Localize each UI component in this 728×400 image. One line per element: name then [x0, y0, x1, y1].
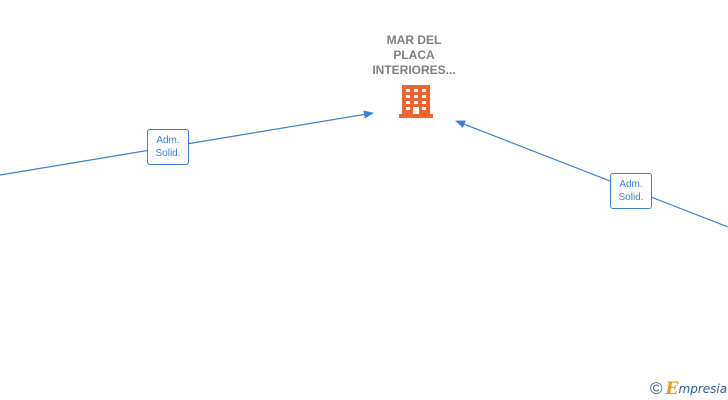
- copyright-icon: ©: [650, 379, 663, 398]
- company-name[interactable]: MAR DEL PLACA INTERIORES...: [354, 33, 474, 78]
- company-name-line: INTERIORES...: [372, 63, 456, 77]
- empresia-logo: ©Empresia: [650, 379, 727, 399]
- company-name-line: MAR DEL: [386, 33, 442, 47]
- relation-label-right[interactable]: Adm. Solid.: [610, 173, 652, 209]
- relation-label-line: Solid.: [155, 148, 181, 159]
- relation-label-line: Solid.: [618, 192, 644, 203]
- relation-label-line: Adm.: [619, 179, 643, 190]
- company-name-line: PLACA: [393, 48, 435, 62]
- relation-label-line: Adm.: [156, 135, 180, 146]
- brand-initial: E: [665, 379, 679, 399]
- building-icon[interactable]: [399, 84, 433, 118]
- brand-name: mpresia: [678, 382, 728, 396]
- relation-label-left[interactable]: Adm. Solid.: [147, 129, 189, 165]
- relation-edge-right: [455, 120, 728, 228]
